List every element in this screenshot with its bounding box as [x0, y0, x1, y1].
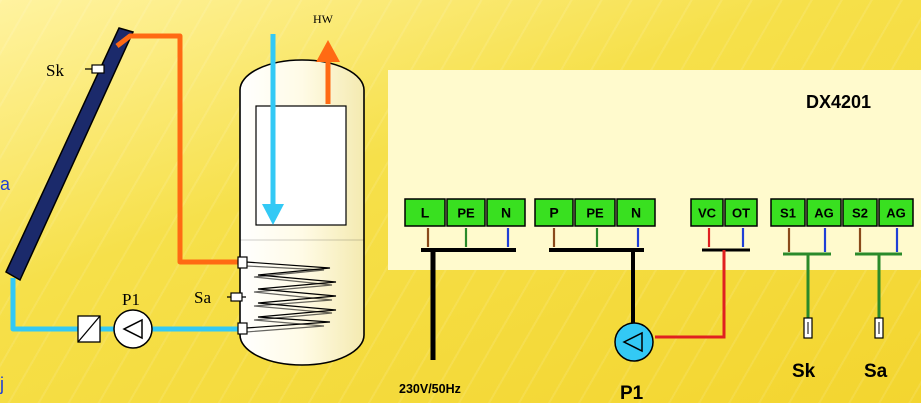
wiring	[421, 228, 902, 360]
sk-label: Sk	[46, 61, 64, 80]
terminal-label-vc: VC	[698, 206, 717, 221]
terminal-s2	[842, 198, 878, 227]
terminal-vc	[690, 198, 724, 227]
collector-sensor-sk	[85, 64, 105, 74]
hot-pipe	[115, 33, 243, 265]
terminal-ag	[878, 198, 914, 227]
terminal-n	[616, 198, 656, 227]
edge-letter-a: a	[0, 174, 11, 194]
terminal-label-s2: S2	[852, 206, 868, 221]
terminal-label-ag: AG	[886, 206, 906, 221]
terminal-s1	[770, 198, 806, 227]
terminal-l	[404, 198, 446, 227]
p1-label: P1	[122, 290, 140, 309]
heat-exchanger-coil	[245, 261, 337, 333]
terminal-n	[486, 198, 526, 227]
terminal-ag	[806, 198, 842, 227]
cold-water-inlet	[262, 34, 284, 225]
sensor-sa-label: Sa	[864, 361, 888, 382]
tank-sensor-sa	[227, 292, 246, 302]
supply-label: 230V/50Hz	[399, 382, 461, 396]
terminal-label-n: N	[631, 205, 641, 221]
terminal-label-pe: PE	[586, 206, 604, 221]
terminal-label-ot: OT	[732, 206, 750, 221]
terminal-p	[534, 198, 574, 227]
controller-model: DX4201	[806, 92, 871, 112]
pump-p1-icon	[113, 309, 153, 349]
hw-label: HW	[313, 12, 334, 26]
coil-inlet-port	[237, 256, 248, 269]
sensor-probe-sa-icon	[874, 317, 884, 339]
sensor-sk-label: Sk	[792, 361, 816, 382]
solar-collector	[5, 27, 135, 282]
terminal-label-l: L	[421, 205, 430, 221]
sa-label: Sa	[194, 288, 211, 307]
terminal-label-ag: AG	[814, 206, 834, 221]
terminal-label-n: N	[501, 205, 511, 221]
controller-panel	[388, 70, 921, 270]
edge-letter-j: j	[0, 374, 4, 394]
terminal-label-pe: PE	[457, 206, 475, 221]
coil-outlet-port	[237, 322, 248, 335]
hot-water-outlet	[316, 40, 340, 104]
terminal-pe	[574, 198, 616, 227]
controller-pump-p1-icon	[614, 322, 654, 362]
sensor-probe-sk-icon	[803, 317, 813, 339]
terminal-blocks: L PE N P PE N VC OT S1 AG S2 AG	[404, 198, 914, 227]
check-valve-icon	[77, 315, 101, 343]
cold-pipe	[10, 278, 241, 332]
terminal-ot	[724, 198, 758, 227]
terminal-pe	[446, 198, 486, 227]
terminal-label-p: P	[549, 205, 558, 221]
pump-label: P1	[620, 383, 644, 403]
terminal-label-s1: S1	[780, 206, 796, 221]
